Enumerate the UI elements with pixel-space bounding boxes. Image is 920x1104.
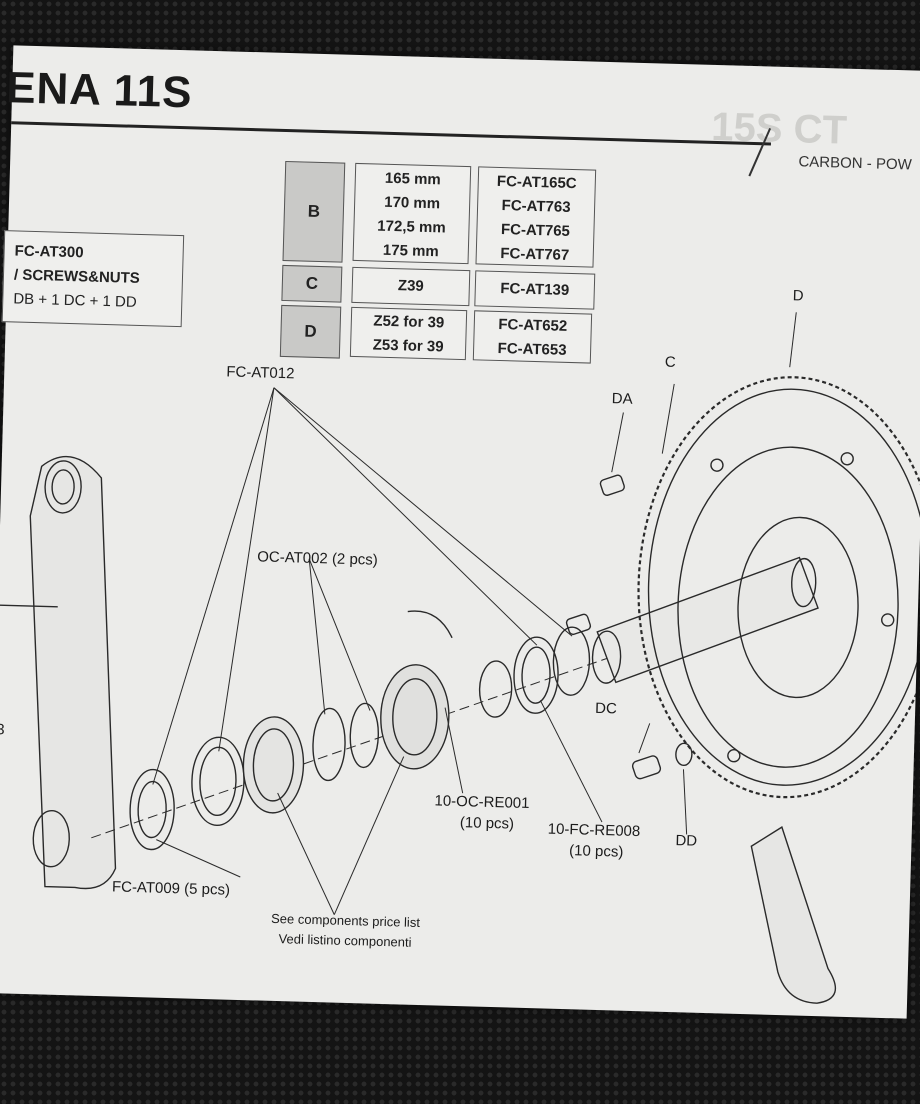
callout-left-number: 3 [0,721,5,739]
callout-dc: DC [594,699,618,718]
callout-fc-re008-code: 10-FC-RE008 [547,820,641,841]
callout-fc-re008-qty: (10 pcs) [568,842,624,861]
callout-oc-at002: OC-AT002 (2 pcs) [256,548,379,569]
leader-lines [152,312,797,915]
chainring [637,376,920,799]
chainring-bolts [565,474,693,780]
crank-spindle [591,556,819,684]
callout-fc-at009: FC-AT009 (5 pcs) [111,878,231,899]
circlip [407,610,453,639]
left-crank-arm [0,455,117,890]
parts-diagram-sheet: ENA 11S 15S CT CARBON - POW FC-AT300 / S… [0,45,920,1019]
bearing-stack [129,626,591,851]
callout-oc-re001-code: 10-OC-RE001 [434,792,530,813]
callout-c: C [664,353,676,371]
callout-da: DA [611,390,633,408]
callout-fc-at012: FC-AT012 [226,363,295,383]
right-crank-arm [750,826,837,1004]
callout-dd: DD [675,832,698,850]
exploded-view-drawing [0,312,920,1004]
callout-d: D [792,287,804,305]
callout-oc-re001-qty: (10 pcs) [459,814,515,833]
